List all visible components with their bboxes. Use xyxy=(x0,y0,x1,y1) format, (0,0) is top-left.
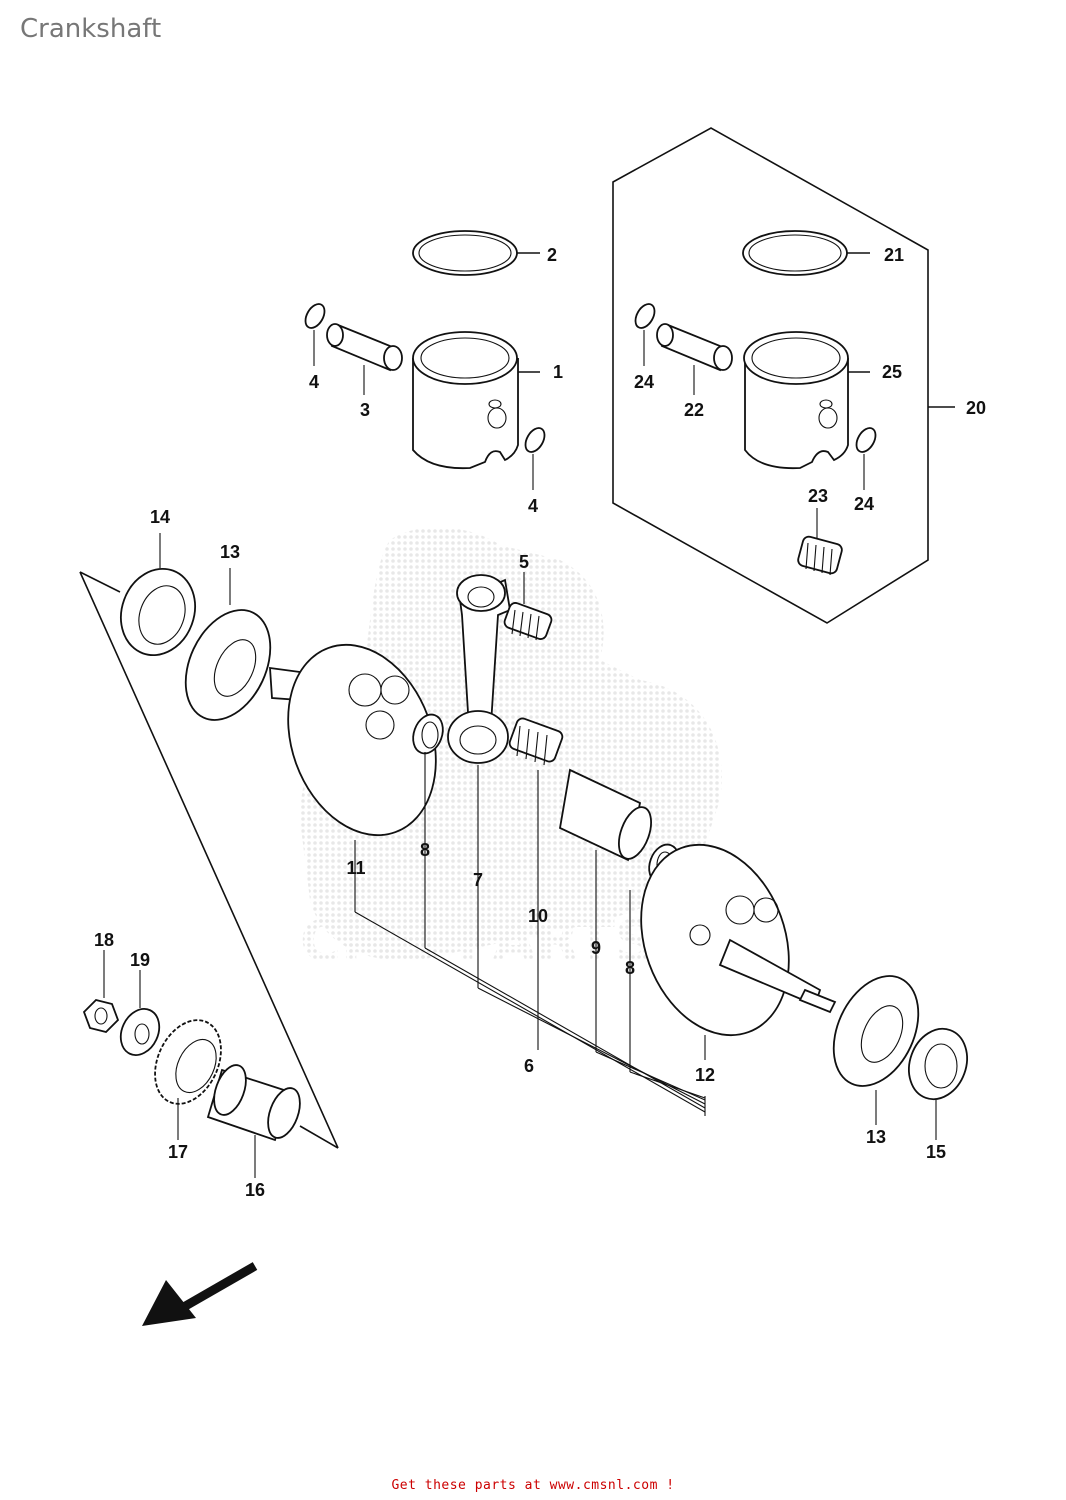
callout-24b: 24 xyxy=(854,494,874,514)
oil-seal-right xyxy=(908,1027,968,1140)
callout-18: 18 xyxy=(94,930,114,950)
bracket-left xyxy=(79,571,339,1149)
callout-5: 5 xyxy=(519,552,529,572)
callout-20: 20 xyxy=(966,398,986,418)
needle-bearing-big-end xyxy=(508,717,564,1022)
nut xyxy=(82,950,120,1033)
piston-pin xyxy=(326,323,403,395)
piston-pin-oversize xyxy=(656,323,733,395)
callout-21: 21 xyxy=(884,245,904,265)
callout-23: 23 xyxy=(808,486,828,506)
callout-1: 1 xyxy=(553,362,563,382)
spacer xyxy=(206,1064,301,1178)
needle-bearing-small-end xyxy=(797,508,843,576)
callout-16: 16 xyxy=(245,1180,265,1200)
callout-4b: 4 xyxy=(528,496,538,516)
piston-oversize xyxy=(743,331,870,470)
needle-bearing-top xyxy=(503,572,553,641)
piston xyxy=(412,331,540,470)
footer-parts-link[interactable]: Get these parts at www.cmsnl.com ! xyxy=(391,1478,675,1493)
page-title: Crankshaft xyxy=(20,14,162,44)
callout-10: 10 xyxy=(528,906,548,926)
callout-labels: 1 2 3 4 4 5 6 7 8 8 9 10 11 12 13 13 14 … xyxy=(94,245,986,1200)
callout-22: 22 xyxy=(684,400,704,420)
assembly-leader-lines xyxy=(354,911,706,1116)
callout-6: 6 xyxy=(524,1056,534,1076)
callout-9: 9 xyxy=(591,938,601,958)
callout-3: 3 xyxy=(360,400,370,420)
front-direction-arrow-icon xyxy=(142,1262,258,1326)
circlip-right xyxy=(524,427,546,490)
thrust-washer-left xyxy=(412,713,444,948)
callout-15: 15 xyxy=(926,1142,946,1162)
primary-gear xyxy=(154,1019,222,1140)
callout-12: 12 xyxy=(695,1065,715,1085)
callout-7: 7 xyxy=(473,870,483,890)
piston-assy-box xyxy=(612,127,955,624)
piston-ring xyxy=(412,230,540,276)
circlip-oversize-left xyxy=(634,303,656,366)
circlip-left xyxy=(304,303,326,366)
callout-25: 25 xyxy=(882,362,902,382)
crank-half-right xyxy=(640,843,837,1060)
callout-4: 4 xyxy=(309,372,319,392)
callout-17: 17 xyxy=(168,1142,188,1162)
washer xyxy=(119,970,161,1056)
callout-13b: 13 xyxy=(866,1127,886,1147)
circlip-oversize-right xyxy=(855,427,877,490)
callout-19: 19 xyxy=(130,950,150,970)
connecting-rod xyxy=(447,574,512,988)
callout-2: 2 xyxy=(547,245,557,265)
piston-ring-oversize xyxy=(742,230,870,276)
callout-24: 24 xyxy=(634,372,654,392)
bearing-left xyxy=(184,568,272,721)
oil-seal-left xyxy=(120,533,196,657)
bearing-right xyxy=(832,975,920,1125)
callout-14: 14 xyxy=(150,507,170,527)
callout-13: 13 xyxy=(220,542,240,562)
crank-pin xyxy=(558,768,652,1052)
callout-8b: 8 xyxy=(625,958,635,978)
callout-11: 11 xyxy=(346,858,365,878)
callout-8: 8 xyxy=(420,840,430,860)
